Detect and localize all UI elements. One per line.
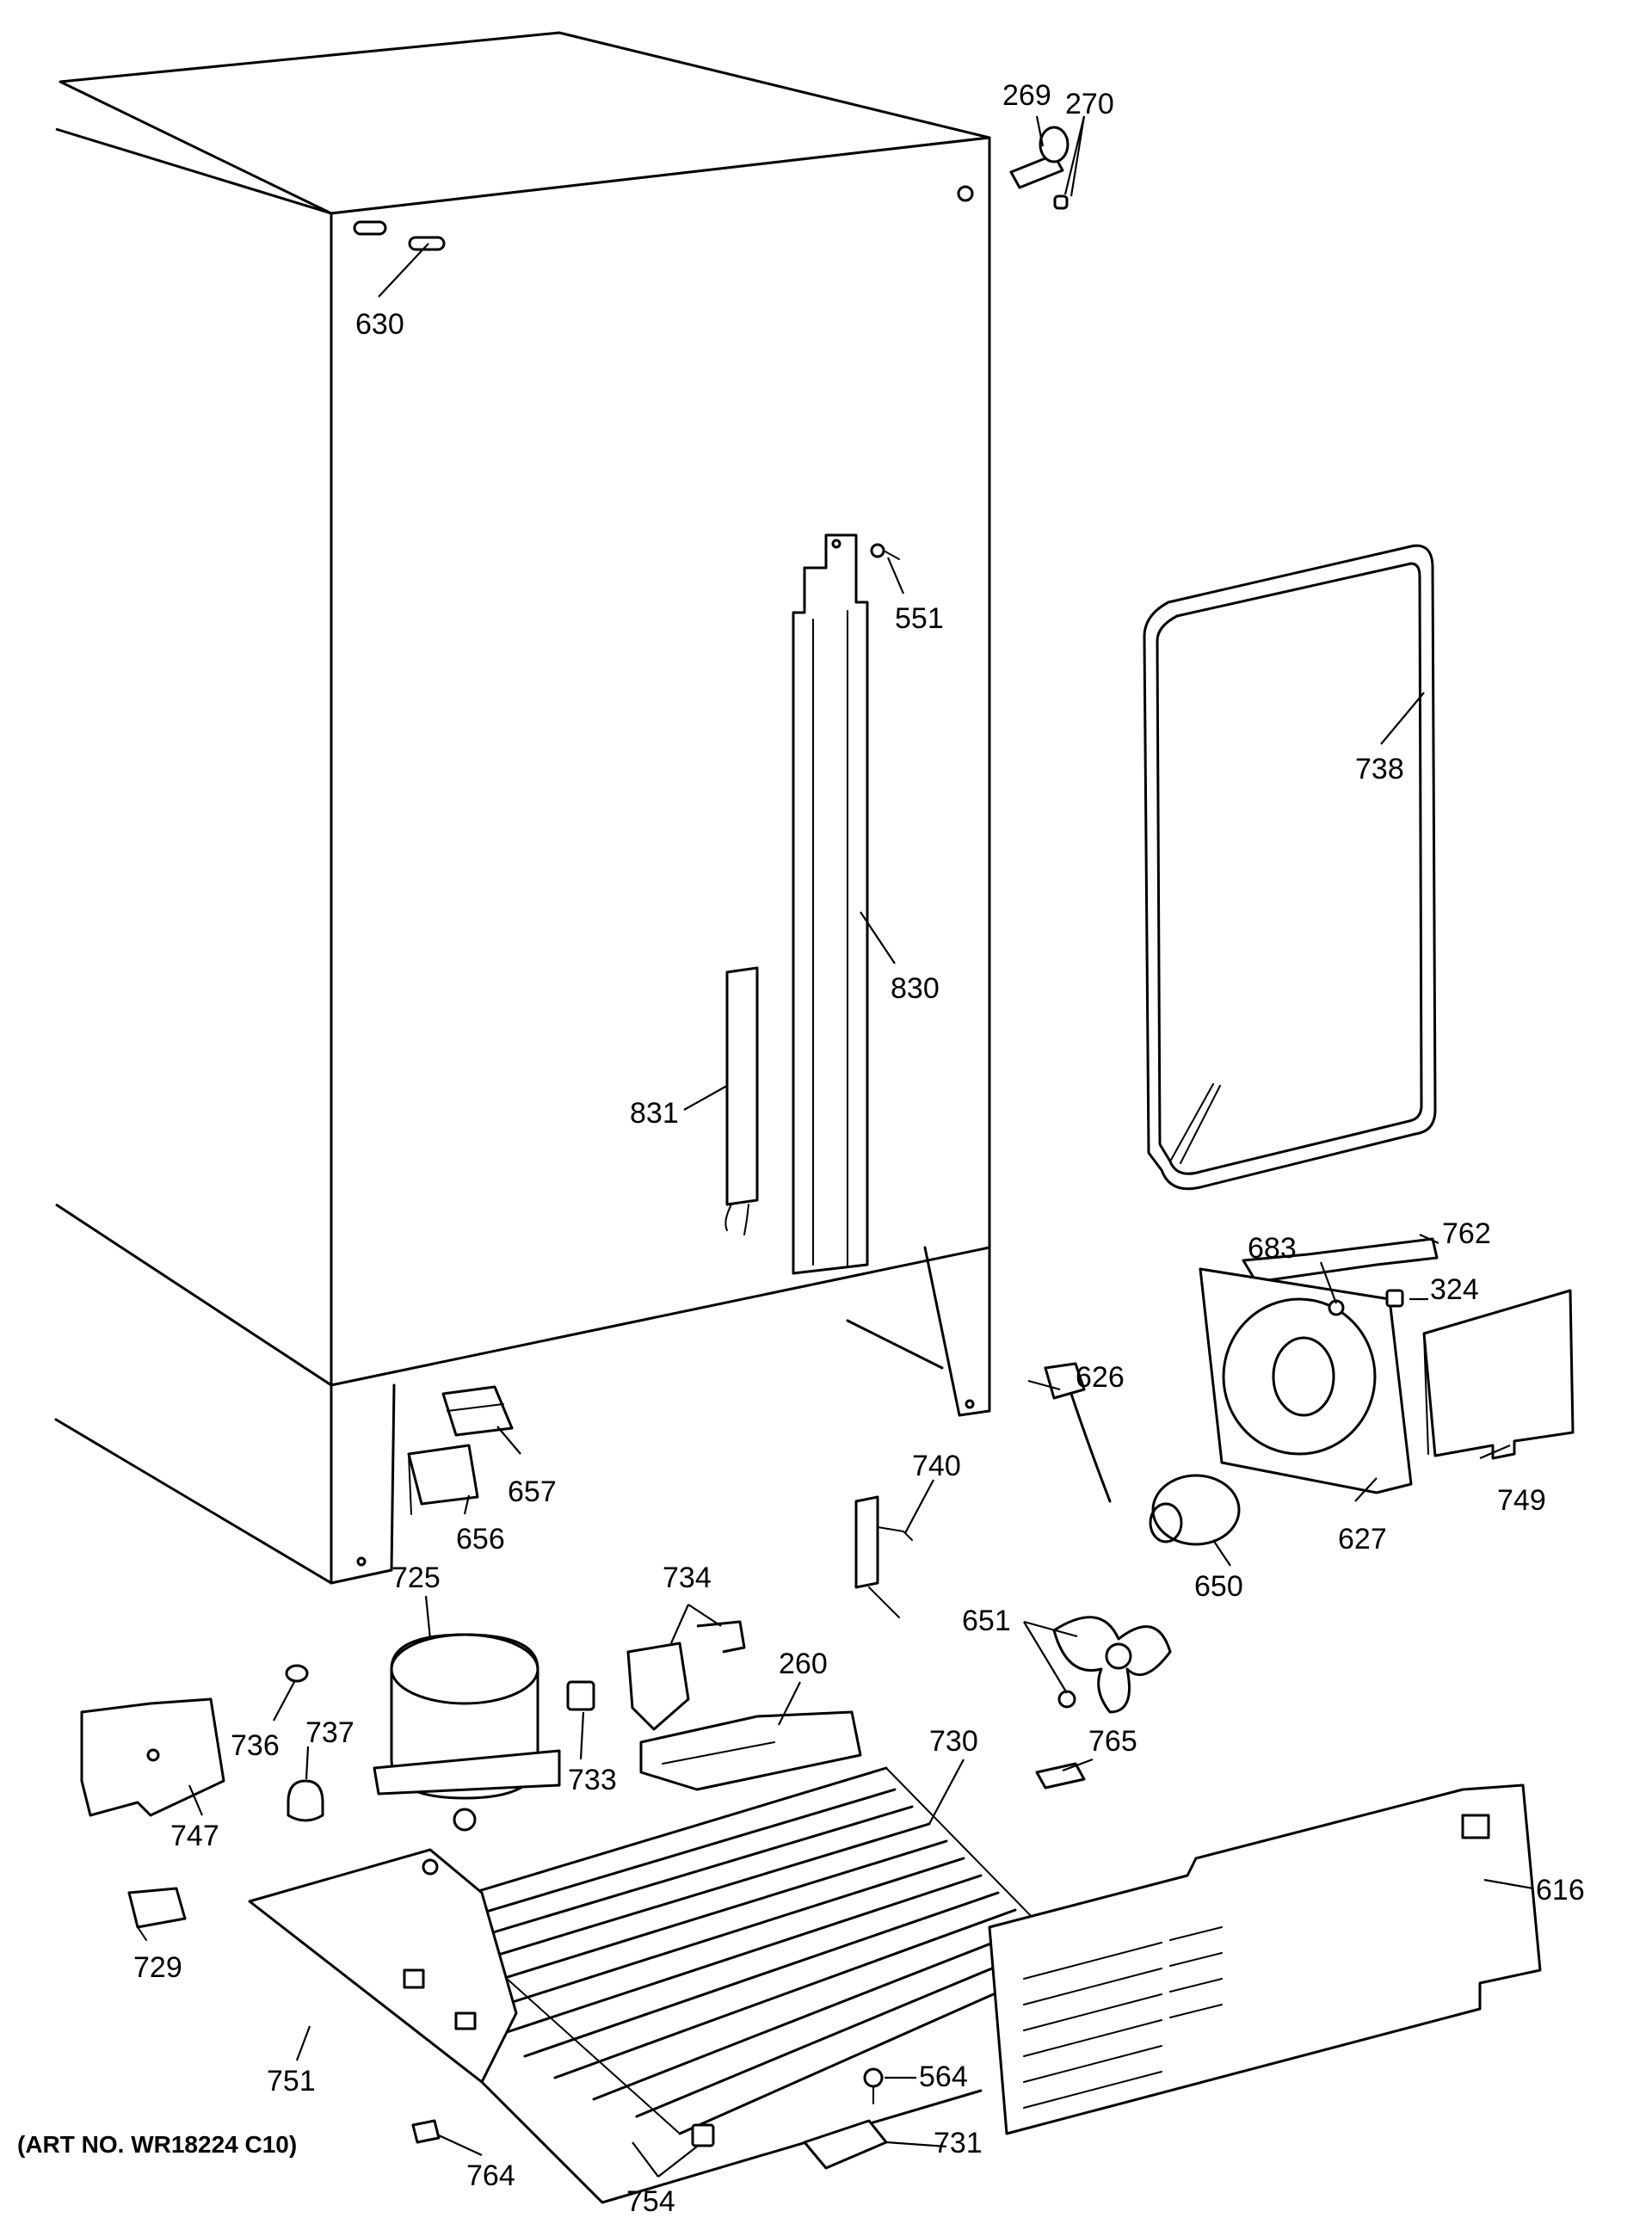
callout-733: 733	[568, 1764, 617, 1796]
part-733-overload	[566, 1680, 595, 1711]
part-754-pad	[691, 2123, 715, 2147]
callout-731: 731	[934, 2127, 983, 2159]
part-734-relay	[626, 1620, 746, 1731]
callout-729: 729	[133, 1951, 182, 1984]
callout-labels: 269 270 630 551 738 830 831 762 683 324 …	[17, 79, 1585, 2218]
callout-736: 736	[231, 1729, 280, 1762]
callout-564: 564	[919, 2061, 968, 2093]
callout-651: 651	[962, 1605, 1011, 1637]
part-729-capacitor	[127, 1887, 187, 1941]
callout-765: 765	[1088, 1725, 1137, 1758]
callout-762: 762	[1442, 1217, 1491, 1250]
part-831-heater	[724, 966, 759, 1235]
part-616-grille	[988, 1783, 1542, 2135]
callout-730: 730	[929, 1725, 978, 1758]
callout-754: 754	[626, 2185, 675, 2218]
callout-738: 738	[1355, 753, 1404, 785]
callout-749: 749	[1497, 1484, 1546, 1517]
part-738-gasket	[1143, 544, 1437, 1191]
art-number: (ART NO. WR18224 C10)	[17, 2131, 297, 2158]
part-626-cord	[1044, 1362, 1112, 1503]
callout-751: 751	[267, 2065, 316, 2098]
part-730-condenser	[428, 1766, 1076, 2135]
callout-630: 630	[355, 308, 404, 341]
callout-830: 830	[891, 972, 940, 1005]
part-260-drain-pan	[639, 1710, 862, 1791]
part-627-fan-shroud	[1199, 1237, 1439, 1494]
part-651-fan-blade	[1052, 1616, 1172, 1714]
callout-616: 616	[1536, 1874, 1585, 1907]
callout-626: 626	[1076, 1361, 1125, 1394]
part-764-clip	[411, 2119, 441, 2144]
part-650-fan-motor	[1149, 1474, 1241, 1546]
callout-764: 764	[466, 2159, 515, 2192]
callout-269: 269	[1002, 79, 1051, 112]
part-656-bracket	[407, 1444, 479, 1515]
callout-324: 324	[1430, 1273, 1479, 1306]
callout-737: 737	[305, 1716, 354, 1749]
part-725-compressor	[373, 1633, 561, 1832]
part-269-fitting	[1009, 126, 1069, 210]
callout-627: 627	[1338, 1523, 1387, 1555]
callout-734: 734	[663, 1562, 712, 1594]
part-765-clip	[1035, 1762, 1086, 1790]
callout-725: 725	[391, 1562, 441, 1594]
callout-831: 831	[630, 1097, 679, 1130]
part-657-bracket	[441, 1385, 514, 1437]
part-749-cover	[1422, 1289, 1575, 1460]
part-731-bracket	[803, 2119, 888, 2170]
callout-650: 650	[1194, 1570, 1243, 1603]
callout-270: 270	[1065, 88, 1114, 120]
part-736-clip	[285, 1664, 309, 1683]
part-737-grommet	[287, 1779, 324, 1822]
part-564-screw	[863, 2067, 884, 2104]
callout-551: 551	[895, 602, 944, 635]
callout-260: 260	[779, 1648, 828, 1680]
callout-657: 657	[508, 1475, 557, 1508]
part-830-strip	[792, 533, 869, 1275]
callout-747: 747	[170, 1820, 219, 1852]
leader-lines	[188, 115, 1534, 2178]
callout-683: 683	[1248, 1232, 1297, 1265]
part-740-thermostat	[854, 1495, 913, 1618]
part-551-screw	[870, 543, 900, 560]
callout-656: 656	[456, 1523, 505, 1555]
part-747-cover	[80, 1697, 225, 1817]
callout-740: 740	[912, 1450, 961, 1482]
